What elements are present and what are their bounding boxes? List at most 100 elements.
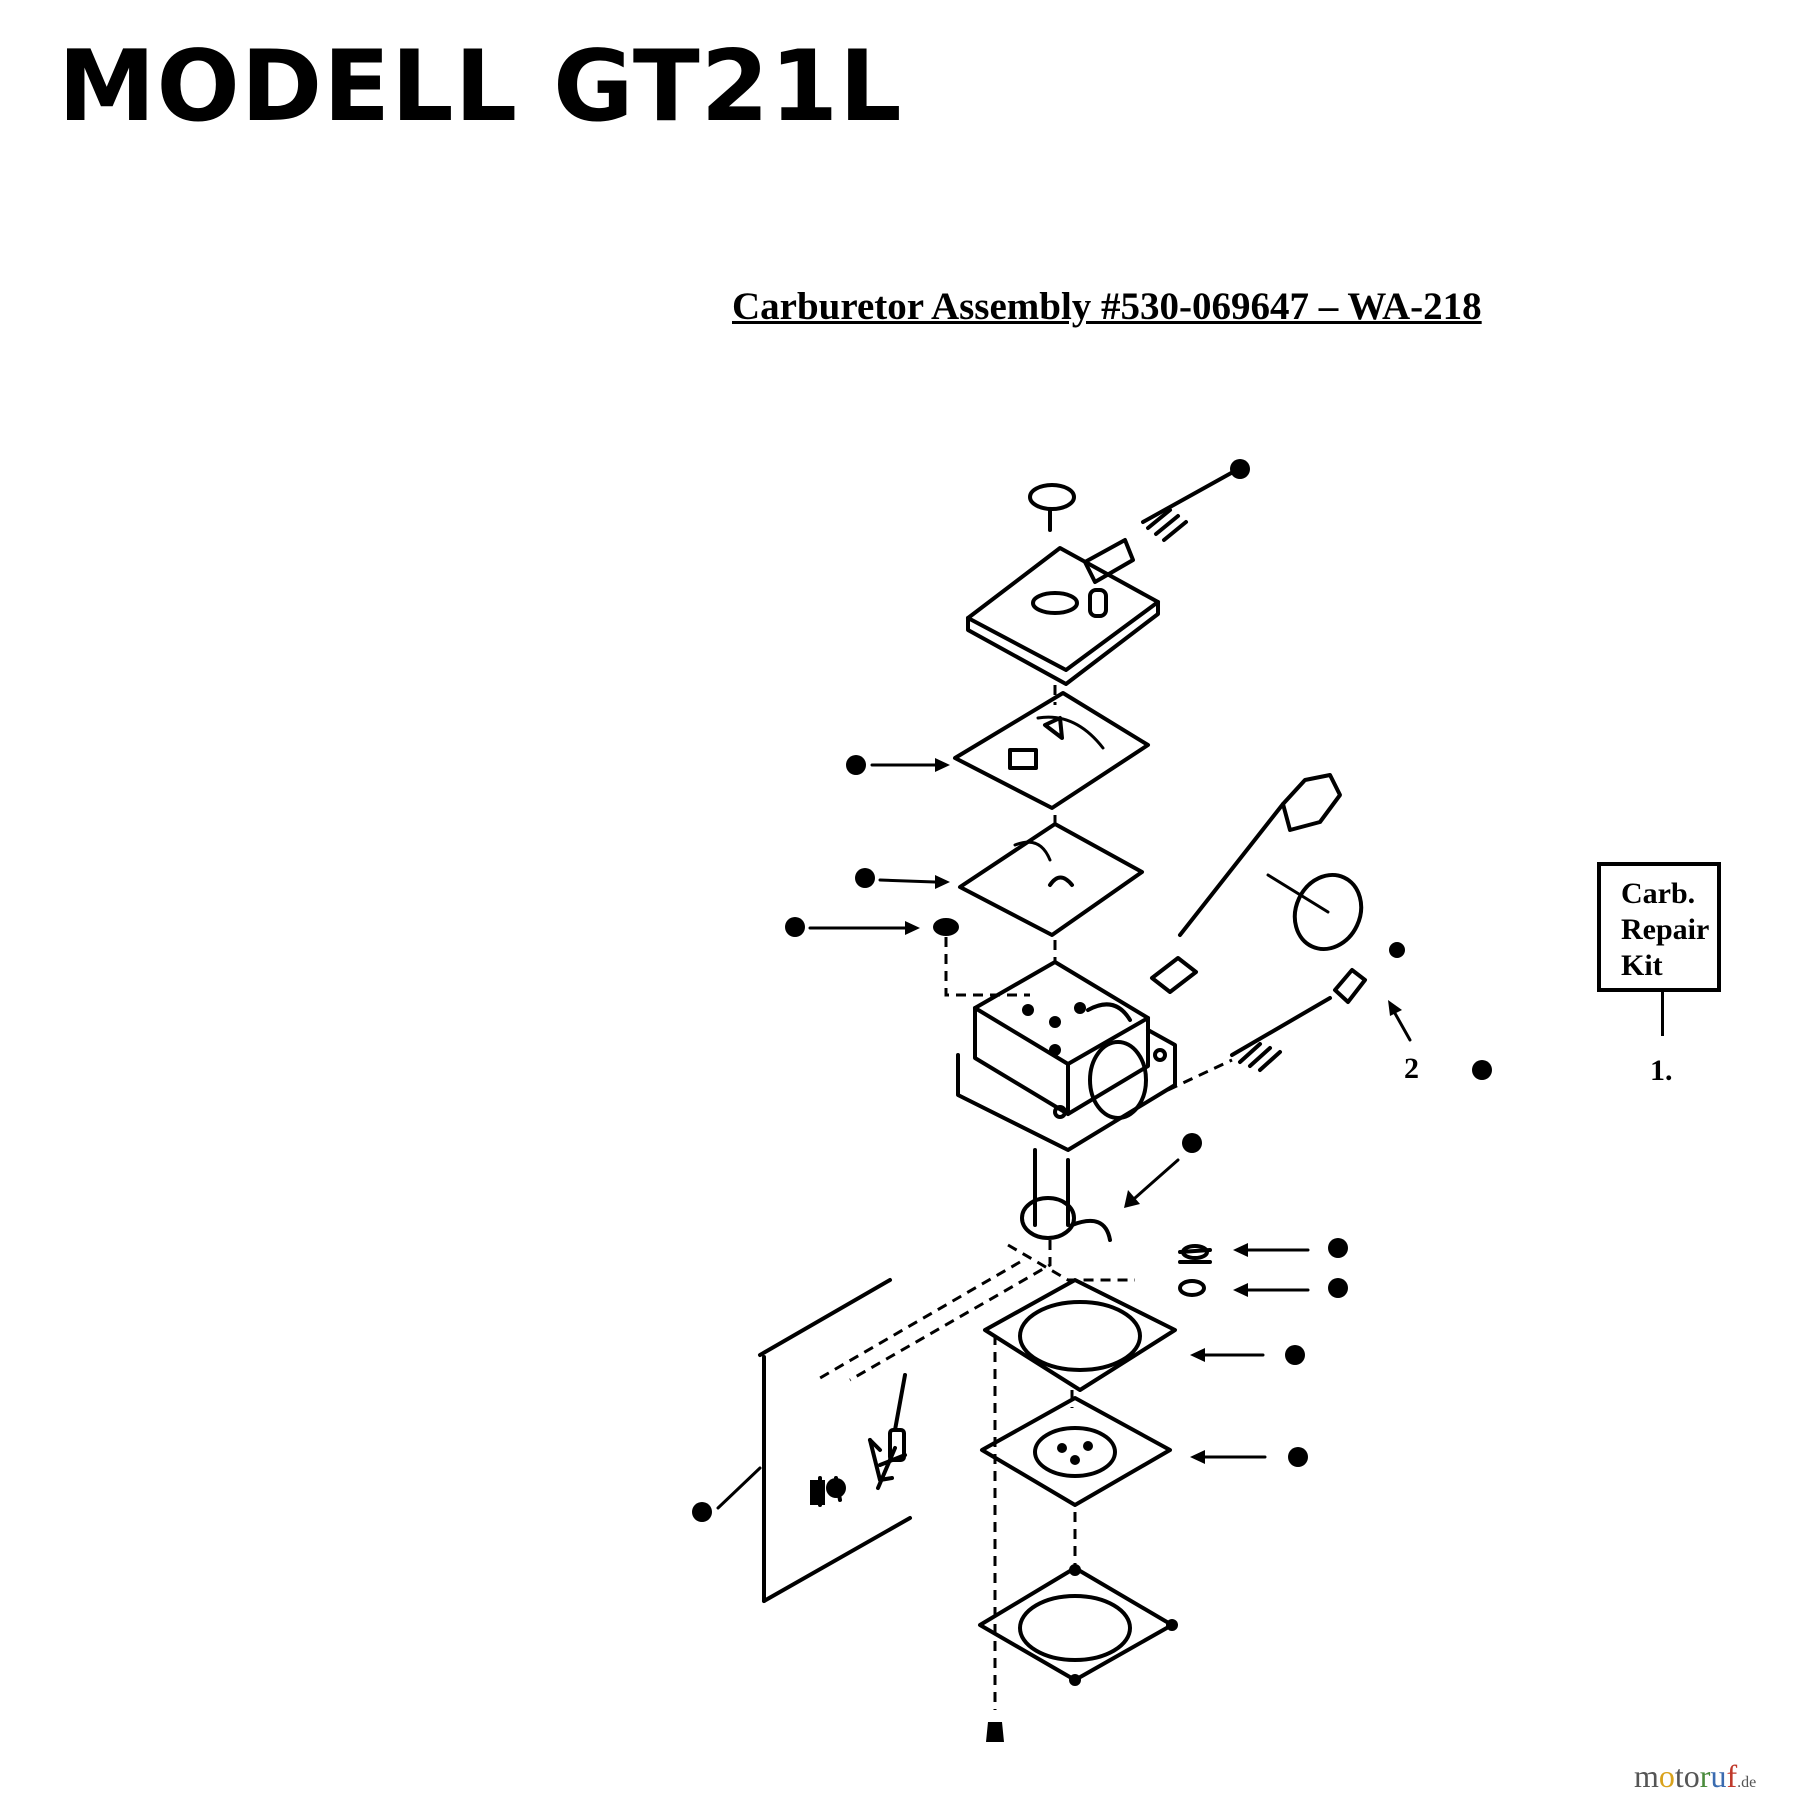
pump-diaphragm-valve	[1048, 875, 1074, 887]
lever-leader-b	[819, 1260, 1021, 1380]
wm-suffix: .de	[1737, 1774, 1757, 1791]
idle-needle	[1230, 996, 1332, 1057]
pump-gasket-square	[1008, 748, 1038, 770]
wm-t: t	[1674, 1758, 1684, 1794]
plate-screw	[1389, 942, 1405, 958]
kit-arrowhead-metering-gasket	[1190, 1348, 1205, 1362]
kit-arrowhead-plug	[905, 921, 920, 935]
wm-o2: o	[1683, 1758, 1700, 1794]
wm-r: r	[1699, 1758, 1711, 1794]
watermark-logo: motoruf.de	[1634, 1758, 1756, 1795]
adjust-needle-top	[1141, 470, 1235, 524]
needle-seat-washer	[1178, 1279, 1206, 1297]
callout-2-arrowhead	[1388, 1000, 1402, 1016]
shaft-clip	[1150, 956, 1198, 994]
throttle-plate-leader	[1266, 873, 1330, 914]
kit-leader-line	[1661, 992, 1664, 1036]
bracket-leader	[716, 1466, 762, 1510]
carb-bore	[1088, 1040, 1148, 1120]
lever-pin	[893, 1373, 907, 1432]
kit-arrow-pump-diaphragm	[878, 878, 937, 884]
small-plug	[933, 918, 959, 936]
throttle-plate	[1292, 873, 1364, 951]
adjust-needle-top-head	[1230, 459, 1250, 479]
inlet-pipe	[1033, 1148, 1070, 1227]
kit-marker-plug	[785, 917, 805, 937]
lever-leader-a	[849, 1240, 1052, 1382]
metering-pin	[876, 1446, 907, 1490]
adjust-spring-top	[1146, 508, 1188, 542]
idle-needle-leader	[1167, 1058, 1233, 1092]
kit-arrowhead-seat-ring	[1233, 1243, 1248, 1257]
kit-marker-bracket	[692, 1502, 712, 1522]
carb-repair-kit-box: Carb. Repair Kit	[1597, 862, 1721, 992]
carb-body-groove	[1086, 1002, 1132, 1022]
throttle-lever	[1281, 773, 1342, 832]
part-callout-number: 2	[1404, 1052, 1419, 1085]
kit-arrowhead-pump-gasket	[935, 758, 950, 772]
metering-cover-ring	[1018, 1594, 1132, 1662]
metering-gasket-ring	[1018, 1300, 1142, 1372]
inlet-leader	[1007, 1243, 1135, 1282]
idle-spring	[1238, 1042, 1282, 1072]
bracket-top	[758, 1278, 892, 1357]
throttle-shaft	[1178, 802, 1285, 937]
bracket-bottom	[762, 1516, 912, 1603]
carb-hole-4	[1049, 1044, 1061, 1056]
idle-needle-cap	[1333, 968, 1367, 1004]
carb-body-right	[1066, 1016, 1150, 1116]
carb-body-port-1	[1053, 1105, 1067, 1119]
metering-diaphragm-center	[1033, 1426, 1117, 1478]
carb-body-left	[973, 1006, 1070, 1116]
pump-cover-hole	[1031, 591, 1079, 615]
kit-arrowhead-inlet	[1124, 1190, 1140, 1208]
wm-o1: o	[1658, 1758, 1675, 1794]
pump-gasket-hole	[1043, 716, 1064, 740]
inlet-arm	[1070, 1219, 1112, 1242]
pump-cover	[966, 546, 1160, 672]
wm-f: f	[1726, 1758, 1738, 1794]
wm-u: u	[1710, 1758, 1727, 1794]
kit-arrowhead-pump-diaphragm	[935, 875, 950, 889]
pump-cover-plug	[1088, 588, 1108, 618]
wm-m: m	[1634, 1758, 1659, 1794]
pump-cover-lever	[1083, 538, 1135, 584]
metering-cover	[978, 1566, 1174, 1682]
cover-screw-3	[1069, 1674, 1081, 1686]
carb-hole-2	[1049, 1016, 1061, 1028]
kit-marker-callout-2	[1472, 1060, 1492, 1080]
kit-arrowhead-metering-diaphragm	[1190, 1450, 1205, 1464]
pump-gasket	[953, 691, 1150, 810]
plug-leader	[944, 937, 1030, 997]
carb-hole-3	[1074, 1002, 1086, 1014]
carb-hole-1	[1022, 1004, 1034, 1016]
metering-dot-3	[1070, 1455, 1080, 1465]
pump-diaphragm-flap	[1013, 840, 1052, 862]
needle-seat-ring	[1181, 1244, 1209, 1260]
assembly-title: Carburetor Assembly #530-069647 – WA-218	[732, 285, 1482, 328]
metering-diaphragm	[980, 1396, 1172, 1507]
metering-cap	[826, 1478, 846, 1498]
cover-screw-2	[1166, 1619, 1178, 1631]
kit-marker-seat-ring	[1328, 1238, 1348, 1258]
kit-marker-metering-gasket	[1285, 1345, 1305, 1365]
kit-arrowhead-washer	[1233, 1283, 1248, 1297]
model-title: MODELL GT21L	[58, 30, 903, 144]
bottom-screw	[986, 1722, 1004, 1742]
carburetor-parts	[716, 459, 1412, 1742]
kit-marker-inlet	[1182, 1133, 1202, 1153]
inlet-lever	[1020, 1196, 1076, 1240]
cover-screw-1	[1069, 1564, 1081, 1576]
metering-gasket	[983, 1278, 1177, 1392]
kit-line-2: Repair	[1621, 913, 1710, 946]
kit-callout-number: 1.	[1650, 1054, 1673, 1087]
metering-dot-2	[1083, 1441, 1093, 1451]
kit-arrow-inlet	[1133, 1158, 1180, 1200]
kit-marker-pump-diaphragm	[855, 868, 875, 888]
metering-dot-1	[1057, 1443, 1067, 1453]
metering-screw	[810, 1480, 825, 1505]
carb-body-port-2	[1153, 1048, 1167, 1062]
kit-marker-pump-gasket	[846, 755, 866, 775]
kit-marker-washer	[1328, 1278, 1348, 1298]
